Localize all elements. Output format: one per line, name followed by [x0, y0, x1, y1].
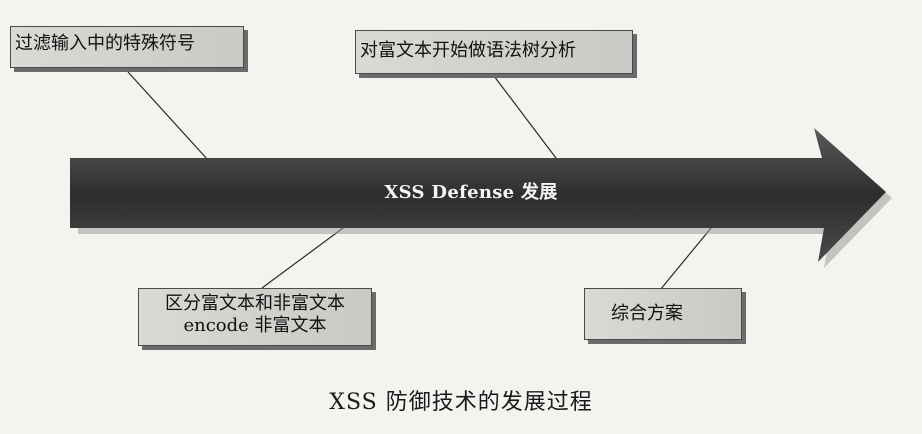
stage-box-filter-input: 过滤输入中的特殊符号 [10, 26, 244, 68]
stage-box-comprehensive: 综合方案 [584, 288, 742, 340]
distinguish-label-line1: 区分富文本和非富文本 [165, 293, 345, 314]
rich-text-parse-label: 对富文本开始做语法树分析 [360, 40, 576, 61]
connector-rich-text-parse [493, 75, 563, 167]
figure-caption: XSS 防御技术的发展过程 [329, 390, 593, 415]
arrow-label: XSS Defense 发展 [384, 182, 558, 203]
stage-box-rich-text-parse: 对富文本开始做语法树分析 [355, 30, 633, 74]
stage-box-distinguish-encode: 区分富文本和非富文本 encode 非富文本 [138, 288, 372, 346]
timeline-arrow [70, 128, 886, 262]
distinguish-label-line2: encode 非富文本 [183, 315, 327, 336]
connector-filter-input [127, 71, 209, 161]
comprehensive-label: 综合方案 [611, 303, 683, 324]
filter-input-label: 过滤输入中的特殊符号 [15, 33, 195, 54]
